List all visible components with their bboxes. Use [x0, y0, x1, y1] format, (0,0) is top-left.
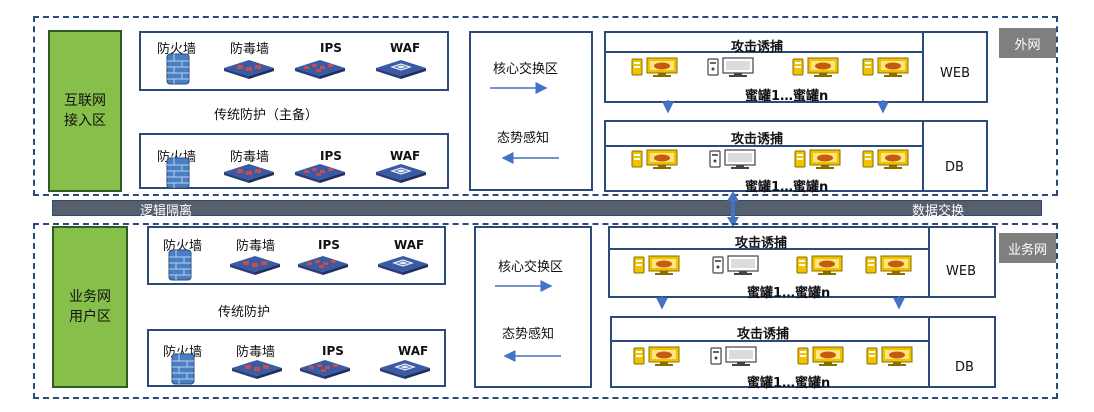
honeypot-side-label: DB [955, 360, 974, 375]
arrow-right-icon [495, 280, 553, 292]
divider [928, 316, 930, 388]
external-network-tag: 外网 [999, 28, 1056, 58]
honeypot-side-label: DB [945, 160, 964, 175]
device-label-waf: WAF [398, 344, 429, 358]
honeypot-icon [866, 345, 922, 367]
divider [922, 31, 924, 103]
logical-isolation-label: 逻辑隔离 [140, 204, 193, 219]
waf-icon [376, 254, 430, 276]
ips-icon [298, 358, 352, 380]
server-icon [710, 345, 766, 367]
honeypot-icon [794, 148, 850, 170]
honeypot-range-label: 蜜罐1…蜜罐n [745, 89, 829, 104]
situational-awareness-label: 态势感知 [502, 327, 555, 342]
core-switch-box-business [474, 226, 592, 388]
device-label-firewall: 防火墙 [157, 42, 197, 57]
data-exchange-label: 数据交换 [912, 204, 965, 219]
honeypot-icon [796, 254, 852, 276]
honeypot-range-label: 蜜罐1…蜜罐n [747, 286, 831, 301]
honeypot-icon [631, 148, 687, 170]
honeypot-icon [862, 148, 918, 170]
device-label-ips: IPS [320, 149, 342, 163]
device-label-antivirus: 防毒墙 [236, 345, 276, 360]
honeypot-side-label: WEB [940, 66, 970, 81]
device-label-antivirus: 防毒墙 [230, 150, 270, 165]
arrow-down-icon [656, 296, 668, 310]
external-network-zone [33, 16, 1058, 196]
waf-icon [378, 358, 432, 380]
honeypot-title: 攻击诱捕 [731, 40, 784, 55]
arrow-left-icon [501, 152, 559, 164]
ips-icon [293, 162, 347, 184]
logical-isolation-bar [52, 200, 1042, 216]
business-network-zone [33, 223, 1058, 399]
antivirus-wall-icon [230, 358, 284, 380]
business-user-label: 业务网用户区 [69, 289, 111, 325]
arrow-down-icon [662, 100, 674, 114]
honeypot-icon [633, 254, 689, 276]
defense-caption-business: 传统防护 [218, 305, 271, 320]
firewall-icon [170, 352, 196, 386]
defense-box-business-2 [147, 329, 446, 387]
ips-icon [293, 58, 347, 80]
honeypot-icon [797, 345, 853, 367]
divider [604, 51, 924, 53]
firewall-icon [167, 248, 193, 282]
honeypot-icon [631, 56, 687, 78]
device-label-waf: WAF [390, 41, 421, 55]
divider [928, 226, 930, 298]
core-switch-label: 核心交换区 [498, 260, 564, 275]
antivirus-wall-icon [222, 162, 276, 184]
server-icon [707, 56, 763, 78]
divider [608, 248, 930, 250]
firewall-icon [165, 52, 191, 86]
honeypot-range-label: 蜜罐1…蜜罐n [747, 376, 831, 391]
honeypot-icon [633, 345, 689, 367]
defense-box-business-1 [147, 226, 446, 285]
honeypot-icon [792, 56, 848, 78]
firewall-icon [165, 156, 191, 190]
honeypot-icon [862, 56, 918, 78]
divider [922, 120, 924, 192]
waf-icon [374, 162, 428, 184]
device-label-waf: WAF [394, 238, 425, 252]
server-icon [712, 254, 768, 276]
defense-box-primary [139, 31, 449, 91]
waf-icon [374, 58, 428, 80]
arrow-down-icon [893, 296, 905, 310]
device-label-ips: IPS [322, 344, 344, 358]
defense-caption-primary: 传统防护（主备） [214, 108, 319, 123]
antivirus-wall-icon [222, 58, 276, 80]
device-label-ips: IPS [318, 238, 340, 252]
internet-access-zone: 互联网接入区 [48, 30, 122, 192]
divider [610, 340, 930, 342]
data-exchange-arrow-icon [727, 191, 739, 227]
honeypot-side-label: WEB [946, 264, 976, 279]
device-label-waf: WAF [390, 149, 421, 163]
honeypot-range-label: 蜜罐1…蜜罐n [745, 180, 829, 195]
core-switch-box-external [469, 31, 593, 191]
device-label-antivirus: 防毒墙 [230, 42, 270, 57]
device-label-ips: IPS [320, 41, 342, 55]
ips-icon [296, 254, 350, 276]
core-switch-label: 核心交换区 [493, 62, 559, 77]
device-label-antivirus: 防毒墙 [236, 239, 276, 254]
antivirus-wall-icon [228, 254, 282, 276]
divider [604, 145, 924, 147]
situational-awareness-label: 态势感知 [497, 131, 550, 146]
arrow-down-icon [877, 100, 889, 114]
business-user-zone: 业务网用户区 [52, 226, 128, 388]
honeypot-icon [865, 254, 921, 276]
business-network-tag: 业务网 [999, 233, 1056, 263]
internet-access-label: 互联网接入区 [64, 93, 106, 129]
honeypot-title: 攻击诱捕 [735, 236, 788, 251]
honeypot-title: 攻击诱捕 [731, 132, 784, 147]
honeypot-title: 攻击诱捕 [737, 327, 790, 342]
arrow-left-icon [503, 350, 561, 362]
server-icon [709, 148, 765, 170]
arrow-right-icon [490, 82, 548, 94]
